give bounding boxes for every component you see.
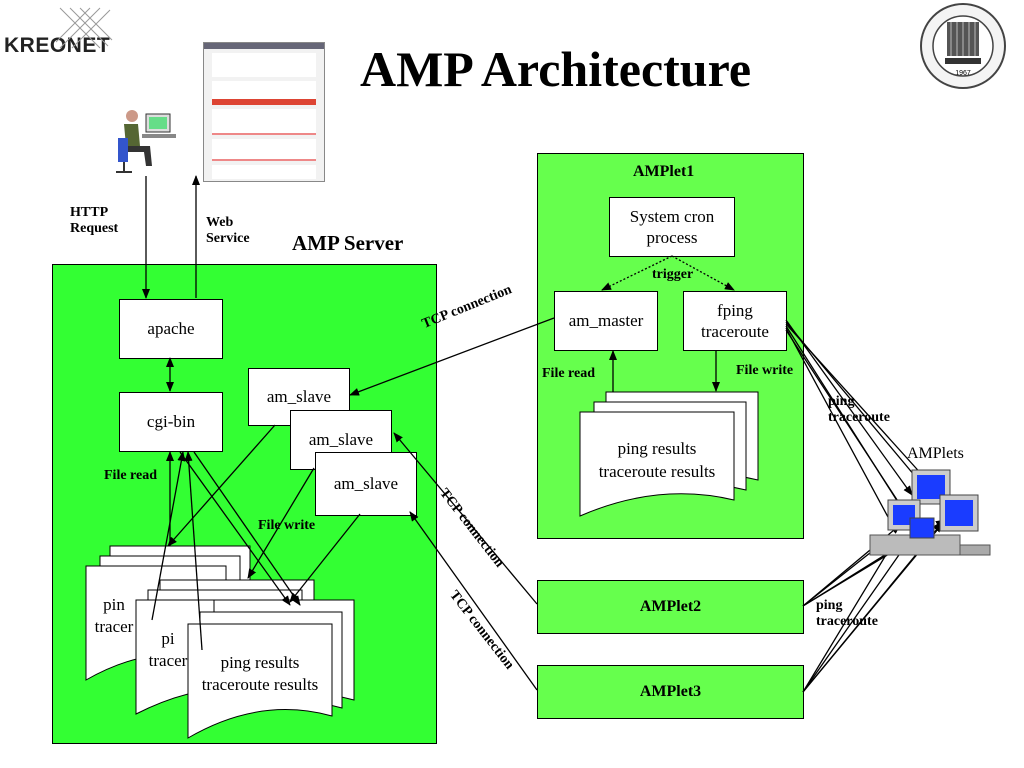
cron-label: System cron process <box>629 206 715 247</box>
tcp-connection-label-3: TCP connection <box>446 588 517 673</box>
am-slave-box-3: am_slave <box>315 452 417 516</box>
server-results-text-3: ping results traceroute results <box>201 653 319 695</box>
amplet1-ping-traceroute-label: ping traceroute <box>828 394 890 426</box>
trigger-label: trigger <box>652 267 694 282</box>
fping-box: fping traceroute <box>683 291 787 351</box>
amp-server-label: AMP Server <box>292 231 404 255</box>
am-master-label: am_master <box>568 311 644 331</box>
fping-label: fping traceroute <box>701 300 769 341</box>
amplet2-ping-traceroute-label: ping traceroute <box>816 598 878 630</box>
am-slave-label-1: am_slave <box>266 387 332 407</box>
emblem-icon <box>920 3 1006 89</box>
amplet1-title: AMPlet1 <box>633 163 695 180</box>
server-results-text-2: pi tracer <box>148 629 188 671</box>
amplet1-file-write-label: File write <box>736 363 794 378</box>
amplet2-title: AMPlet2 <box>639 598 702 615</box>
amplet3-box: AMPlet3 <box>537 665 804 719</box>
emblem-year: 1967 <box>955 70 971 77</box>
page-title: AMP Architecture <box>360 41 752 97</box>
amplet1-file-read-label: File read <box>542 366 596 381</box>
kreonet-logo: KREONET <box>4 34 111 57</box>
amplets-label: AMPlets <box>907 445 964 462</box>
server-file-write-label: File write <box>258 518 316 533</box>
am-slave-label-3: am_slave <box>333 474 399 494</box>
server-file-read-label: File read <box>104 468 158 483</box>
amplet3-title: AMPlet3 <box>639 683 702 700</box>
http-request-label: HTTP Request <box>70 205 119 237</box>
am-slave-label-2: am_slave <box>308 430 374 450</box>
user-at-computer-icon <box>116 110 176 173</box>
web-page-thumbnail <box>203 42 325 182</box>
apache-label: apache <box>147 319 195 339</box>
cron-box: System cron process <box>609 197 735 257</box>
amplet1-results-text: ping results traceroute results <box>598 439 716 481</box>
web-service-label: Web Service <box>206 215 250 247</box>
amplets-network-icon <box>869 469 991 556</box>
am-master-box: am_master <box>554 291 658 351</box>
tcp-connection-label-2: TCP connection <box>436 486 507 571</box>
cgi-bin-label: cgi-bin <box>146 412 196 432</box>
apache-box: apache <box>119 299 223 359</box>
server-results-text-1: pin tracer <box>94 595 134 637</box>
cgi-bin-box: cgi-bin <box>119 392 223 452</box>
amplet2-box: AMPlet2 <box>537 580 804 634</box>
